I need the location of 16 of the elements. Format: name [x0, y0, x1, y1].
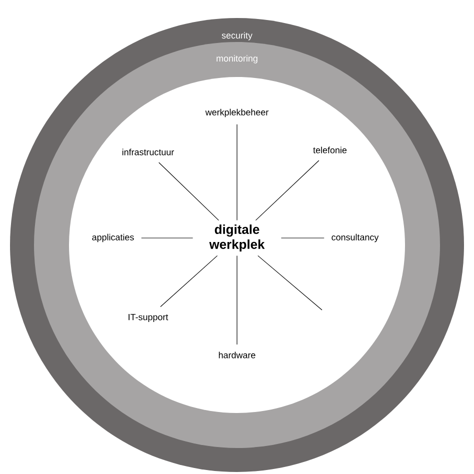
ring-label: security: [222, 32, 252, 40]
spoke-line: [236, 255, 238, 345]
spoke-label: telefonie: [313, 146, 347, 154]
spoke-label: werkplekbeheer: [205, 108, 268, 118]
spoke-label: hardware: [218, 352, 256, 358]
spoke-label: applicaties: [92, 234, 134, 242]
spoke-line: [236, 124, 238, 221]
spoke-label: IT-support: [128, 314, 168, 322]
ring-label: monitoring: [216, 55, 258, 64]
spoke-line: [258, 255, 322, 310]
center-label: digitale werkplek: [209, 224, 265, 252]
spoke-line: [160, 255, 218, 308]
spoke-line: [158, 162, 219, 221]
spoke-line: [255, 160, 320, 221]
spoke-label: infrastructuur: [122, 148, 174, 156]
spoke-label: consultancy: [332, 234, 379, 242]
